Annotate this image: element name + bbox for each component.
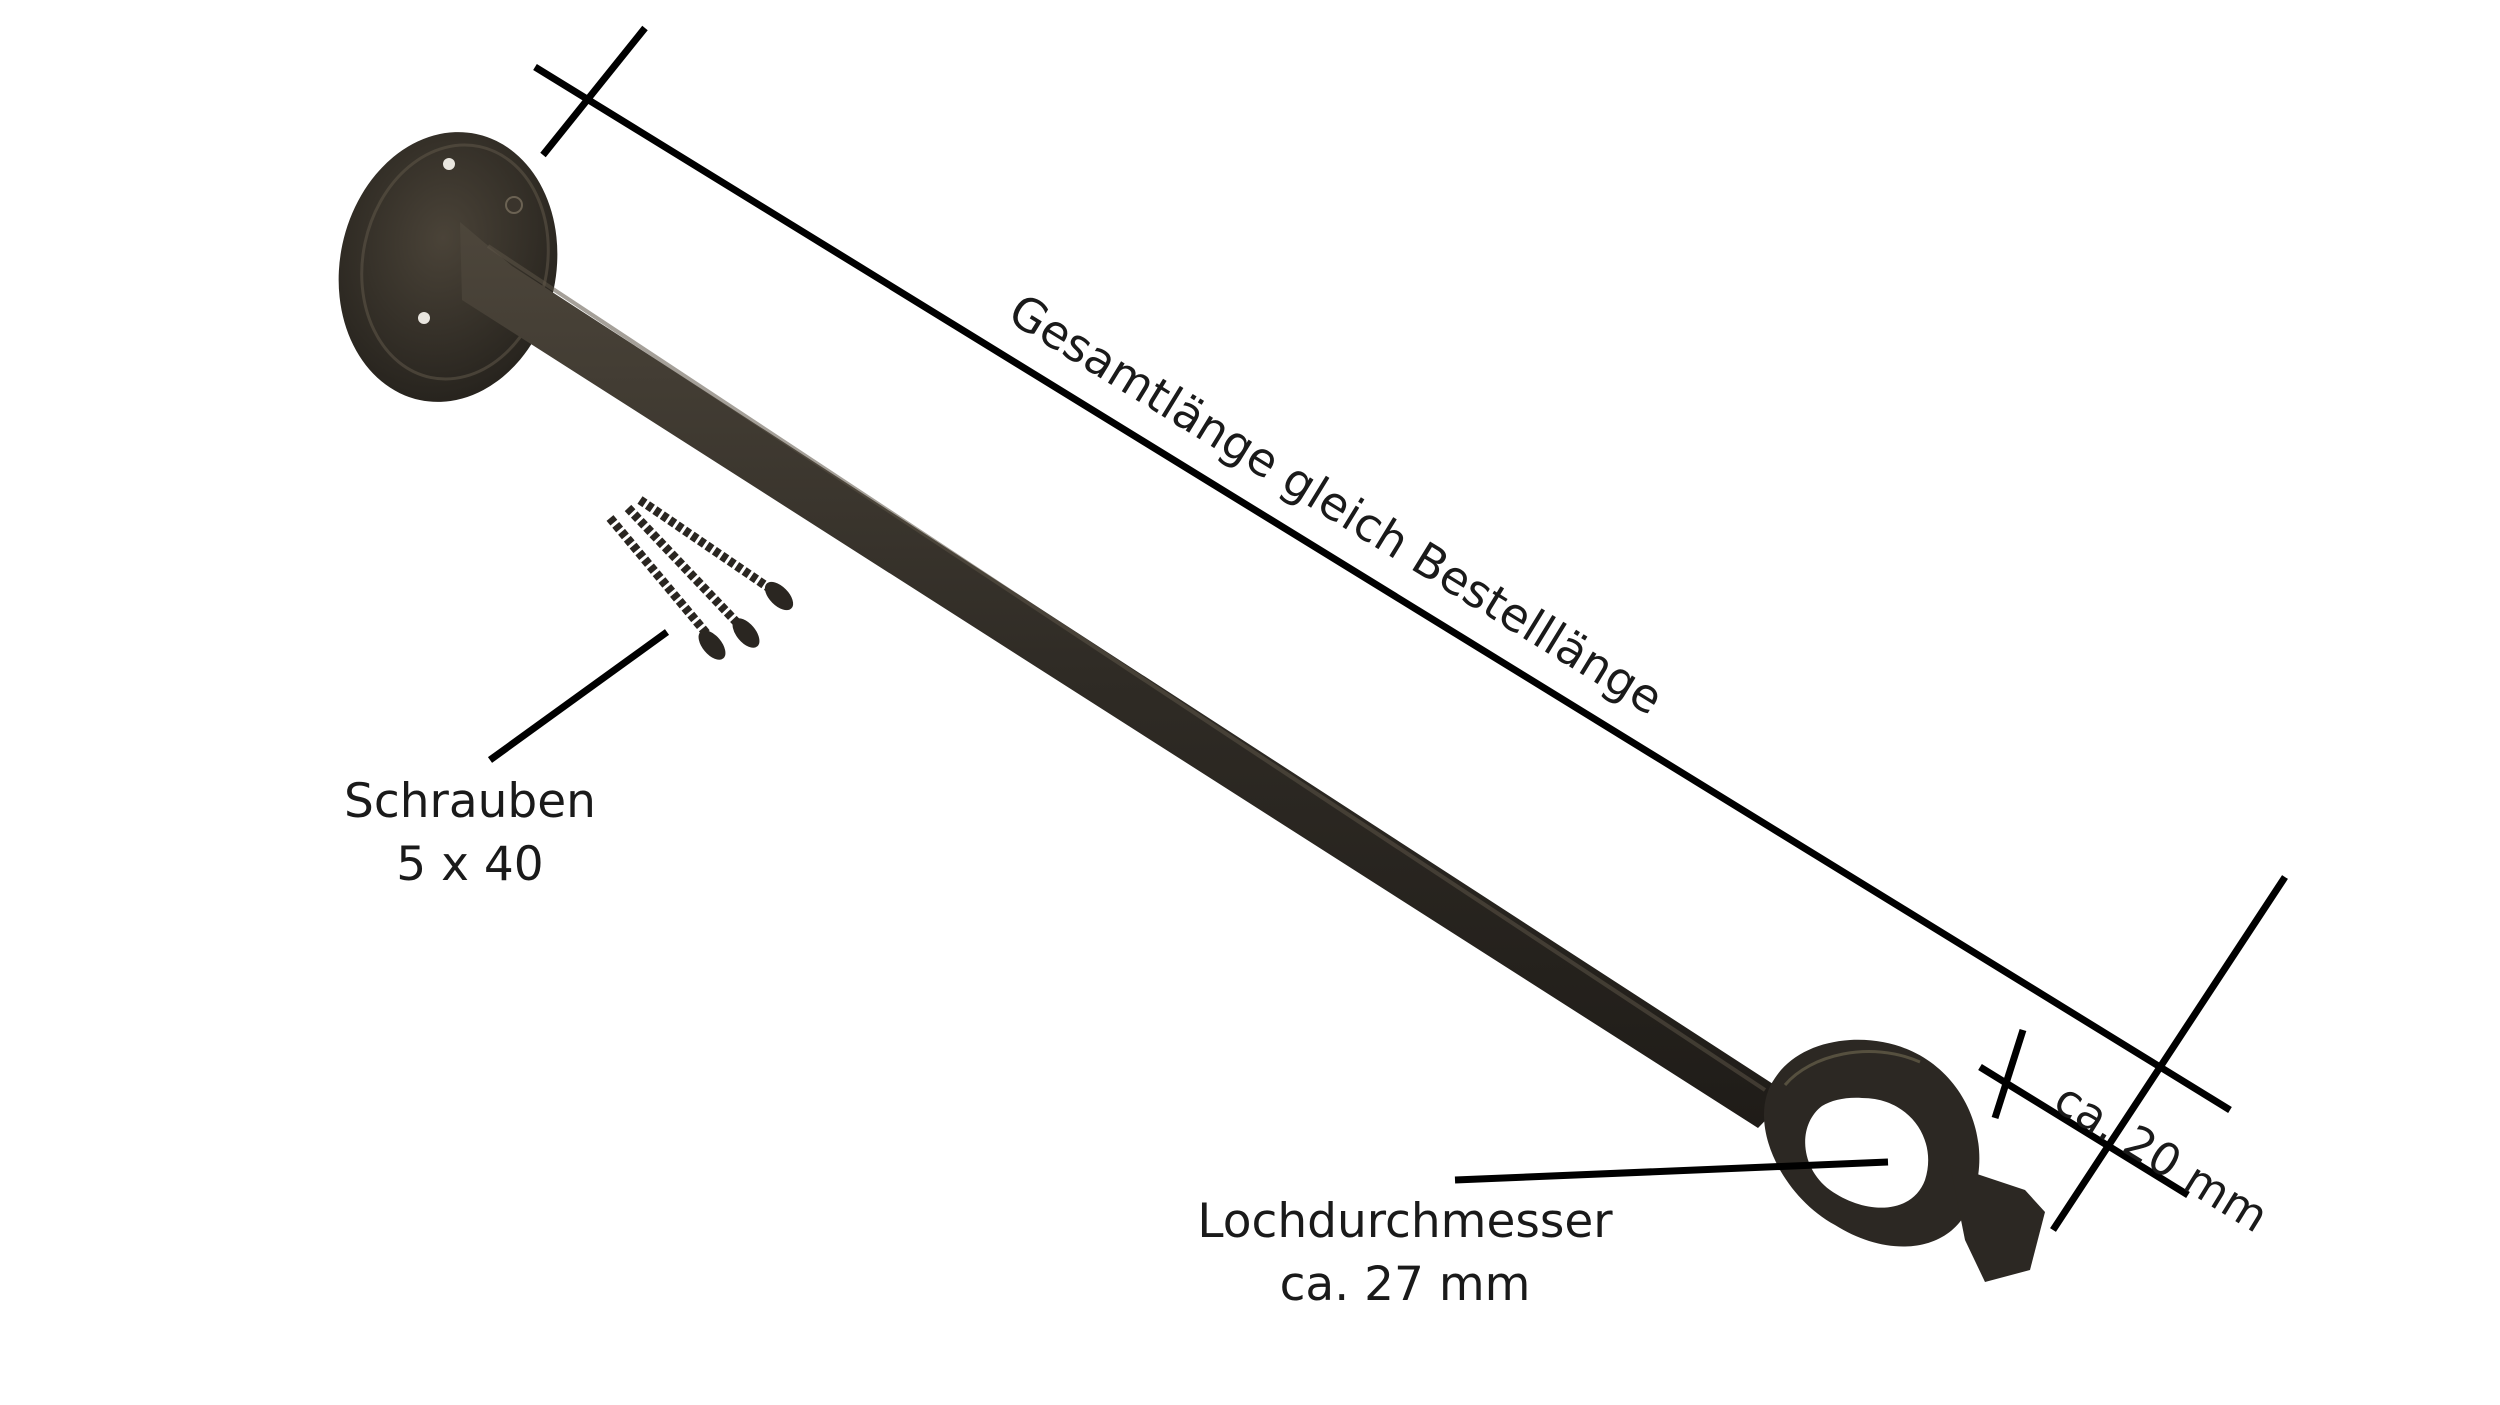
wall-plate (338, 132, 558, 402)
offset-dimension-line (1978, 1064, 2190, 1198)
hole-leader-line (1454, 1158, 1889, 1184)
hole-label: Lochdurchmesser ca. 27 mm (1165, 1190, 1645, 1317)
screws-label-line1: Schrauben (344, 774, 596, 829)
rod (460, 222, 1790, 1128)
screw (624, 504, 760, 648)
screws-label-line2: 5 x 40 (396, 837, 544, 893)
plate-screw-hole (443, 158, 455, 170)
eye-ring (1763, 1039, 2045, 1282)
offset-tick-start (1991, 1028, 2027, 1120)
screw (637, 496, 794, 611)
length-dimension-line (533, 64, 2232, 1113)
screws-leader-line (487, 629, 670, 763)
hole-label-line2: ca. 27 mm (1279, 1257, 1531, 1313)
screw (606, 515, 726, 660)
plate-screw-hole (418, 312, 430, 324)
hole-label-line1: Lochdurchmesser (1197, 1194, 1613, 1249)
plate-screw-hole (505, 196, 523, 214)
screws-label: Schrauben 5 x 40 (330, 770, 610, 897)
dimension-lines (487, 25, 2288, 1232)
screws (606, 496, 794, 660)
length-tick-end (2050, 875, 2288, 1232)
length-tick-start (540, 25, 648, 158)
